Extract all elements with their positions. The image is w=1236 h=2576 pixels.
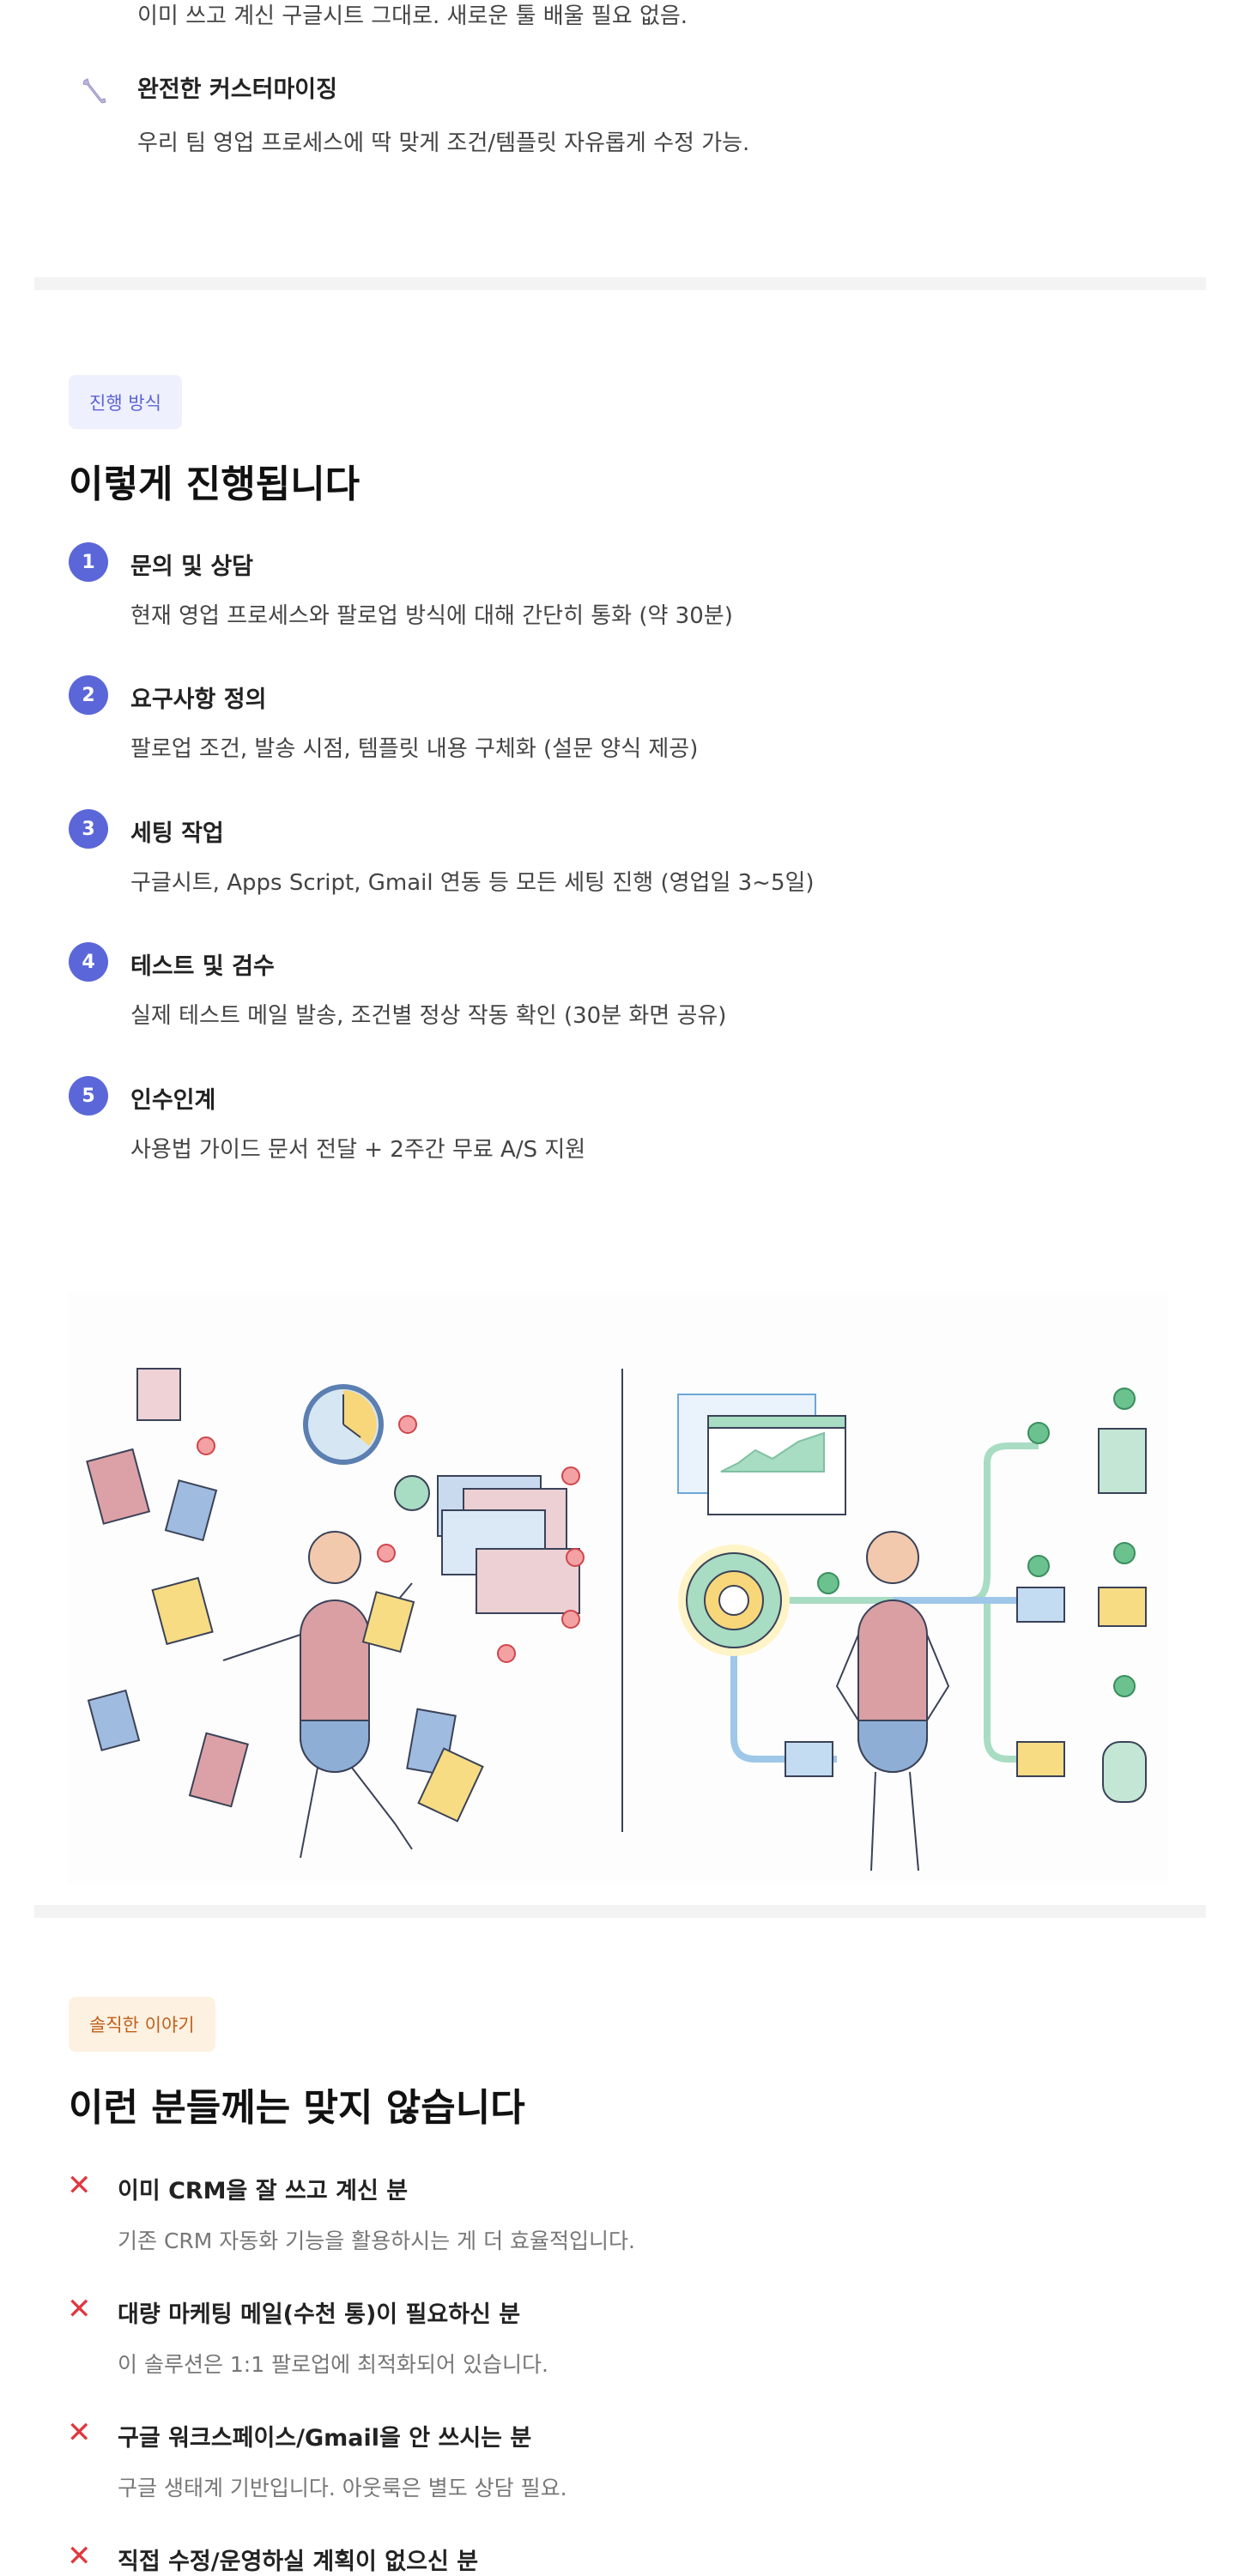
section-heading: 이런 분들께는 맞지 않습니다	[69, 2086, 525, 2130]
step-title: 세팅 작업	[130, 820, 224, 847]
clock-icon	[303, 1384, 384, 1465]
step-title: 테스트 및 검수	[130, 953, 275, 980]
step-desc: 사용법 가이드 문서 전달 + 2주간 무료 A/S 지원	[130, 1137, 586, 1163]
wrench-icon	[79, 76, 110, 106]
section-tag: 진행 방식	[69, 375, 182, 429]
step-desc: 현재 영업 프로세스와 팔로업 방식에 대해 간단히 통화 (약 30분)	[130, 603, 733, 629]
feature-desc: 이미 쓰고 계신 구글시트 그대로. 새로운 툴 배울 필요 없음.	[137, 3, 688, 29]
step-title: 인수인계	[130, 1087, 216, 1114]
feature-desc: 우리 팀 영업 프로세스에 딱 맞게 조건/템플릿 자유롭게 수정 가능.	[137, 130, 750, 156]
step-desc: 구글시트, Apps Script, Gmail 연동 등 모든 세팅 진행 (…	[130, 870, 815, 896]
step-number: 4	[69, 942, 108, 982]
notfit-title: 직접 수정/운영하실 계획이 없으신 분	[118, 2549, 479, 2575]
notfit-desc: 구글 생태계 기반입니다. 아웃룩은 별도 상담 필요.	[118, 2476, 567, 2500]
step-number: 3	[69, 809, 108, 849]
x-icon: ✕	[67, 2416, 92, 2450]
step-desc: 실제 테스트 메일 발송, 조건별 정상 작동 확인 (30분 화면 공유)	[130, 1003, 727, 1029]
section-tag: 솔직한 이야기	[69, 1997, 215, 2052]
step-title: 문의 및 상담	[130, 553, 253, 580]
calm-person	[835, 1531, 950, 1872]
stressed-person	[222, 1531, 413, 1859]
notfit-desc: 기존 CRM 자동화 기능을 활용하시는 게 더 효율적입니다.	[118, 2228, 635, 2253]
x-icon: ✕	[67, 2168, 92, 2203]
notfit-title: 이미 CRM을 잘 쓰고 계신 분	[118, 2178, 409, 2204]
notfit-desc: 이 솔루션은 1:1 팔로업에 최적화되어 있습니다.	[118, 2352, 548, 2377]
step-number: 5	[69, 1076, 108, 1116]
x-icon: ✕	[67, 2539, 92, 2573]
section-divider	[34, 277, 1206, 290]
step-number: 1	[69, 542, 108, 582]
step-desc: 팔로업 조건, 발송 시점, 템플릿 내용 구체화 (설문 양식 제공)	[130, 736, 699, 762]
section-heading: 이렇게 진행됩니다	[69, 463, 360, 506]
step-number: 2	[69, 675, 108, 715]
feature-title: 완전한 커스터마이징	[137, 76, 337, 103]
step-title: 요구사항 정의	[130, 686, 267, 713]
notfit-title: 구글 워크스페이스/Gmail을 안 쓰시는 분	[118, 2425, 532, 2452]
before-after-illustration	[69, 1291, 1167, 1884]
section-divider	[34, 1905, 1206, 1918]
gear-icon	[678, 1545, 790, 1656]
notfit-title: 대량 마케팅 메일(수천 통)이 필요하신 분	[118, 2301, 521, 2328]
x-icon: ✕	[67, 2292, 92, 2326]
